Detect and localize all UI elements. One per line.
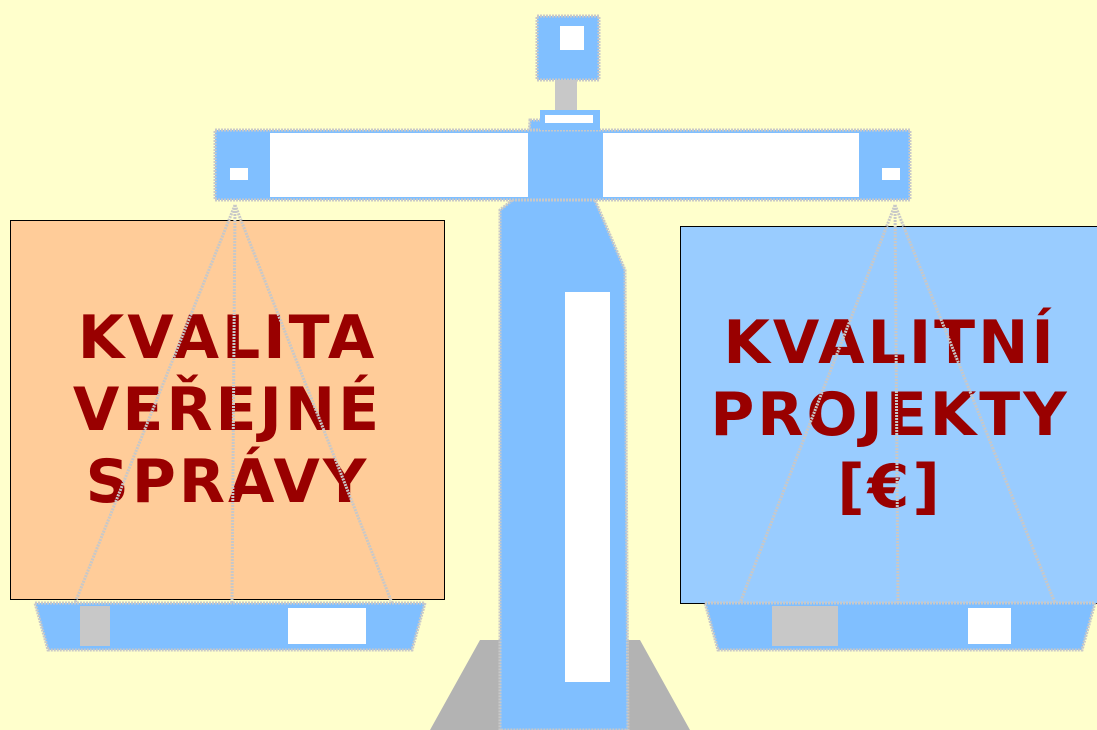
right-pan-strings [740, 205, 1055, 603]
left-pan-strings [75, 205, 392, 603]
right-pan-tray [705, 603, 1095, 650]
left-pan-tray [35, 603, 425, 650]
